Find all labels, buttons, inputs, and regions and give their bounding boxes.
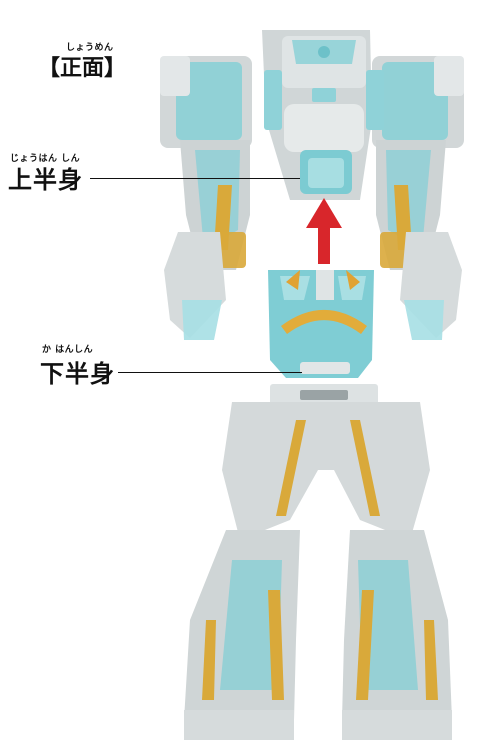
lower-torso bbox=[268, 270, 374, 378]
upper-body-ruby: じょうはん しん bbox=[10, 154, 81, 164]
front-view-label: 【正面】 bbox=[38, 56, 127, 81]
upper-body-leader-line bbox=[90, 178, 300, 179]
left-shoulder bbox=[160, 56, 252, 148]
right-shoulder bbox=[372, 56, 464, 148]
waist-connector bbox=[270, 384, 378, 406]
legs bbox=[184, 402, 452, 740]
left-arm bbox=[164, 140, 250, 340]
lower-body-ruby: か はんしん bbox=[42, 345, 94, 355]
lower-body-leader-line bbox=[118, 372, 302, 373]
lower-body-label: 下半身 bbox=[40, 360, 115, 388]
right-arm bbox=[376, 140, 462, 340]
separation-arrow bbox=[306, 198, 342, 264]
upper-torso bbox=[262, 30, 384, 200]
upper-body-label: 上半身 bbox=[8, 166, 83, 194]
front-view-ruby: しょうめん bbox=[66, 43, 114, 53]
